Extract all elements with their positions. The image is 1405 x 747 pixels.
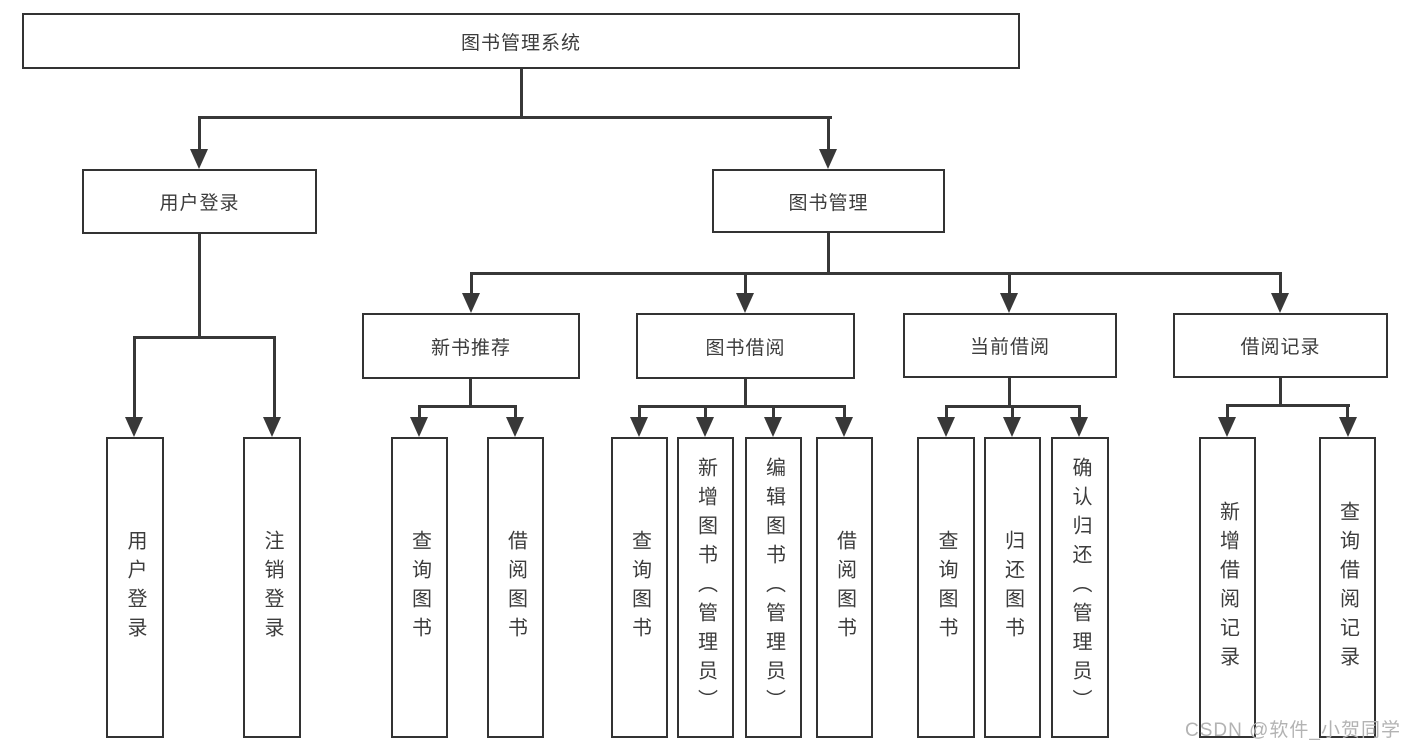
edge-line bbox=[133, 336, 136, 419]
leaf-logout: 注销登录 bbox=[243, 437, 301, 738]
leaf-current-confirm-return-admin: 确认归还（管理员） bbox=[1051, 437, 1109, 738]
leaf-label: 查询图书 bbox=[628, 529, 651, 646]
arrowhead-icon bbox=[1271, 293, 1289, 313]
edge-line bbox=[520, 67, 523, 118]
edge-line bbox=[1346, 404, 1349, 419]
arrowhead-icon bbox=[410, 417, 428, 437]
leaf-borrowing-edit-books-admin: 编辑图书（管理员） bbox=[745, 437, 802, 738]
arrowhead-icon bbox=[462, 293, 480, 313]
node-book-borrowing: 图书借阅 bbox=[636, 313, 855, 379]
node-user-login: 用户登录 bbox=[82, 169, 317, 234]
edge-line bbox=[469, 378, 472, 407]
edge-line bbox=[418, 405, 421, 419]
node-borrow-records: 借阅记录 bbox=[1173, 313, 1388, 378]
edge-line bbox=[1008, 377, 1011, 407]
node-book-management: 图书管理 bbox=[712, 169, 945, 233]
leaf-current-query-books: 查询图书 bbox=[917, 437, 975, 738]
edge-line bbox=[638, 405, 845, 408]
leaf-label: 借阅图书 bbox=[833, 529, 856, 646]
arrowhead-icon bbox=[630, 417, 648, 437]
leaf-user-login: 用户登录 bbox=[106, 437, 164, 738]
leaf-label: 用户登录 bbox=[124, 529, 146, 646]
arrowhead-icon bbox=[1003, 417, 1021, 437]
edge-line bbox=[198, 116, 832, 119]
node-new-book-recommend: 新书推荐 bbox=[362, 313, 580, 379]
edge-line bbox=[470, 272, 1281, 275]
node-label: 图书借阅 bbox=[705, 337, 786, 359]
edge-line bbox=[744, 272, 747, 295]
edge-line bbox=[827, 231, 830, 274]
node-root-system: 图书管理系统 bbox=[22, 13, 1020, 69]
edge-line bbox=[772, 405, 775, 419]
arrowhead-icon bbox=[1339, 417, 1357, 437]
arrowhead-icon bbox=[1070, 417, 1088, 437]
edge-line bbox=[1011, 405, 1014, 419]
leaf-borrowing-add-books-admin: 新增图书（管理员） bbox=[677, 437, 734, 738]
edge-line bbox=[1226, 404, 1229, 419]
leaf-label: 查询图书 bbox=[408, 529, 431, 646]
arrowhead-icon bbox=[263, 417, 281, 437]
edge-line bbox=[638, 405, 641, 419]
leaf-records-query-borrow-record: 查询借阅记录 bbox=[1319, 437, 1376, 738]
edge-line bbox=[273, 336, 276, 419]
leaf-label: 查询借阅记录 bbox=[1336, 500, 1359, 675]
arrowhead-icon bbox=[506, 417, 524, 437]
leaf-label: 确认归还（管理员） bbox=[1069, 457, 1091, 718]
edge-line bbox=[1279, 272, 1282, 295]
node-label: 图书管理系统 bbox=[460, 32, 581, 54]
arrowhead-icon bbox=[736, 293, 754, 313]
edge-line bbox=[1279, 377, 1282, 407]
leaf-newrec-borrow-books: 借阅图书 bbox=[487, 437, 544, 738]
leaf-label: 查询图书 bbox=[935, 529, 957, 646]
arrowhead-icon bbox=[1000, 293, 1018, 313]
arrowhead-icon bbox=[937, 417, 955, 437]
edge-line bbox=[470, 272, 473, 295]
leaf-current-return-books: 归还图书 bbox=[984, 437, 1041, 738]
arrowhead-icon bbox=[819, 149, 837, 169]
node-label: 借阅记录 bbox=[1240, 337, 1321, 358]
watermark: CSDN @软件_小贺同学 bbox=[1185, 720, 1401, 741]
edge-line bbox=[1078, 405, 1081, 419]
node-label: 当前借阅 bbox=[969, 337, 1050, 358]
leaf-label: 借阅图书 bbox=[504, 529, 527, 646]
leaf-label: 新增图书（管理员） bbox=[694, 457, 717, 718]
leaf-records-add-borrow-record: 新增借阅记录 bbox=[1199, 437, 1256, 738]
arrowhead-icon bbox=[125, 417, 143, 437]
edge-line bbox=[514, 405, 517, 419]
node-current-borrowing: 当前借阅 bbox=[903, 313, 1117, 378]
edge-line bbox=[1008, 272, 1011, 295]
leaf-borrowing-borrow-books: 借阅图书 bbox=[816, 437, 873, 738]
leaf-label: 归还图书 bbox=[1001, 529, 1024, 646]
leaf-label: 新增借阅记录 bbox=[1216, 500, 1239, 675]
edge-line bbox=[945, 405, 948, 419]
leaf-label: 注销登录 bbox=[261, 529, 283, 646]
arrowhead-icon bbox=[696, 417, 714, 437]
edge-line bbox=[418, 405, 517, 408]
edge-line bbox=[133, 336, 276, 339]
arrowhead-icon bbox=[764, 417, 782, 437]
edge-line bbox=[827, 116, 830, 151]
node-label: 图书管理 bbox=[788, 192, 869, 214]
edge-line bbox=[704, 405, 707, 419]
edge-line bbox=[1226, 404, 1350, 407]
arrowhead-icon bbox=[835, 417, 853, 437]
leaf-newrec-query-books: 查询图书 bbox=[391, 437, 448, 738]
leaf-borrowing-query-books: 查询图书 bbox=[611, 437, 668, 738]
edge-line bbox=[744, 378, 747, 407]
edge-line bbox=[843, 405, 846, 419]
arrowhead-icon bbox=[190, 149, 208, 169]
edge-line bbox=[198, 232, 201, 338]
edge-line bbox=[198, 116, 201, 151]
node-label: 用户登录 bbox=[159, 193, 240, 214]
leaf-label: 编辑图书（管理员） bbox=[762, 457, 785, 718]
node-label: 新书推荐 bbox=[430, 337, 511, 359]
arrowhead-icon bbox=[1218, 417, 1236, 437]
